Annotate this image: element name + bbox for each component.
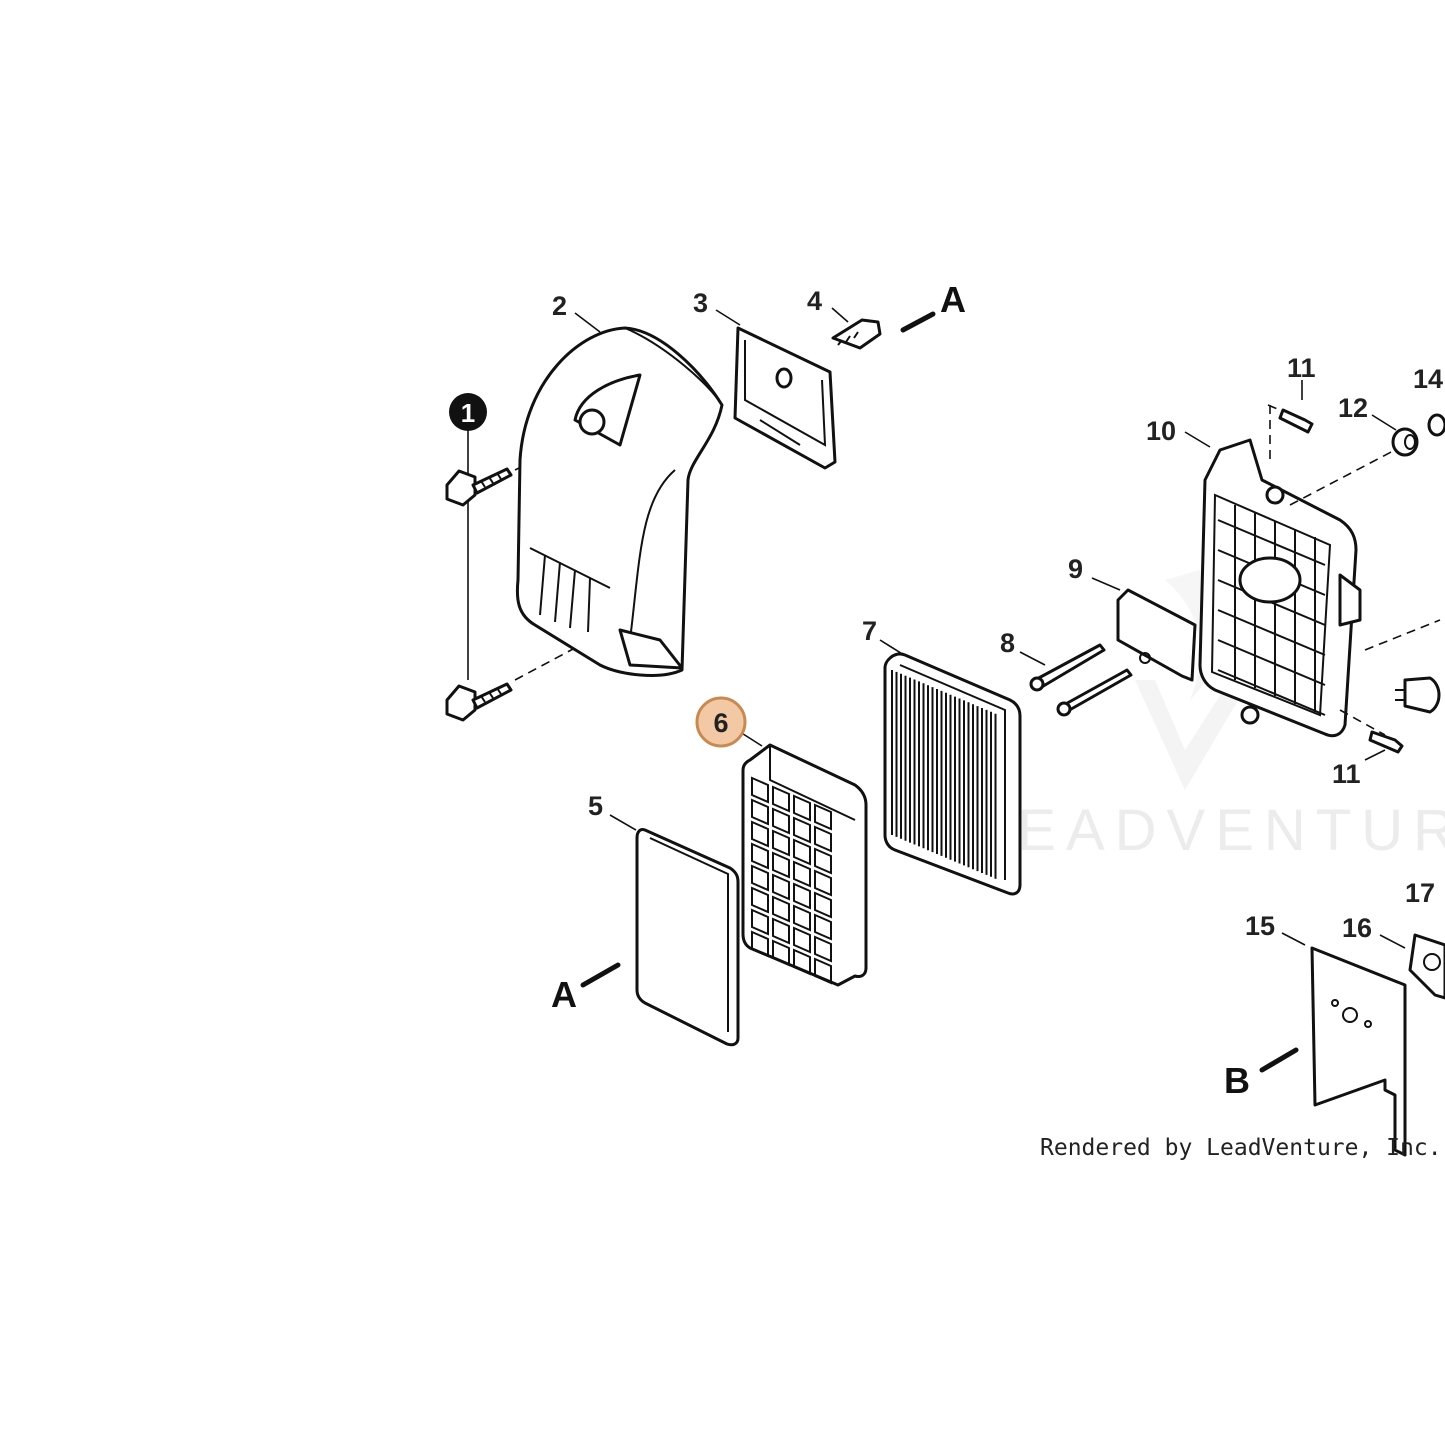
callout-6: 6 — [713, 708, 728, 738]
dash-right — [1364, 619, 1441, 651]
callout-5: 5 — [588, 791, 603, 821]
prefilter-cell — [793, 948, 811, 976]
prefilter-cell — [751, 886, 769, 914]
housing-rib — [1217, 519, 1326, 566]
credit-text: Rendered by LeadVenture, Inc. — [1040, 1135, 1442, 1161]
housing-rib — [1217, 639, 1326, 686]
ref-b-line — [1259, 1047, 1299, 1073]
ref-a-bottom-line — [580, 962, 621, 988]
prefilter-cell — [793, 904, 811, 932]
callout-9: 9 — [1068, 554, 1083, 584]
callout-17: 17 — [1405, 878, 1435, 908]
prefilter-cell — [751, 930, 769, 958]
part-15-gasket-plate[interactable] — [1310, 946, 1407, 1157]
prefilter-cell — [772, 917, 790, 945]
prefilter-cell — [793, 794, 811, 822]
prefilter-cell — [772, 807, 790, 835]
callout-10: 10 — [1146, 416, 1176, 446]
part-2-cover[interactable] — [515, 326, 724, 677]
ref-b: B — [1224, 1060, 1250, 1101]
prefilter-cell — [814, 957, 832, 985]
part-6-prefilter[interactable] — [741, 743, 868, 987]
prefilter-cell — [772, 939, 790, 967]
part-3-bracket[interactable] — [733, 326, 837, 470]
part-11-screw-top[interactable] — [1278, 408, 1314, 434]
prefilter-cell — [793, 926, 811, 954]
callout-14: 14 — [1413, 364, 1443, 394]
callout-8: 8 — [1000, 628, 1015, 658]
prefilter-cell — [814, 825, 832, 853]
part-5-gasket[interactable] — [635, 828, 740, 1047]
prefilter-cell — [751, 776, 769, 804]
part-10-housing[interactable] — [1198, 438, 1362, 738]
prefilter-cell — [772, 851, 790, 879]
prefilter-cell — [814, 847, 832, 875]
callout-6-highlight[interactable] — [695, 696, 747, 748]
callout-1: 1 — [461, 398, 475, 428]
prefilter-cell — [814, 803, 832, 831]
part-11-screw-bottom[interactable] — [1368, 730, 1404, 754]
dash-11-top — [1267, 404, 1281, 462]
primer-bulb[interactable] — [1395, 676, 1441, 714]
prefilter-cell — [772, 829, 790, 857]
watermark-text: LEADVENTURE — [975, 798, 1445, 863]
part-9-bracket[interactable] — [1116, 588, 1197, 682]
part-4-screw[interactable] — [831, 318, 882, 350]
dash-11-bottom — [1339, 709, 1386, 736]
callout-11-bottom: 11 — [1332, 759, 1361, 789]
prefilter-cell — [793, 816, 811, 844]
callout-15: 15 — [1245, 911, 1275, 941]
callout-7: 7 — [862, 616, 877, 646]
prefilter-cell — [814, 891, 832, 919]
prefilter-cell — [814, 913, 832, 941]
leader-lines — [574, 307, 1406, 949]
part-16-gasket[interactable] — [1408, 933, 1445, 1000]
prefilter-cell — [793, 838, 811, 866]
prefilter-cell — [751, 798, 769, 826]
housing-rib — [1217, 609, 1326, 656]
callout-16: 16 — [1342, 913, 1372, 943]
callout-1-badge — [449, 393, 487, 431]
prefilter-cell — [751, 864, 769, 892]
dash-12 — [1289, 449, 1396, 506]
callout-3: 3 — [693, 288, 708, 318]
ref-a-top-line — [900, 311, 936, 333]
ref-a-bottom: A — [551, 974, 577, 1015]
part-12-grommet[interactable] — [1391, 427, 1419, 457]
prefilter-cell — [772, 785, 790, 813]
prefilter-cell — [793, 860, 811, 888]
callout-4: 4 — [807, 286, 822, 316]
prefilter-cell — [772, 873, 790, 901]
ref-a-top: A — [940, 279, 966, 320]
prefilter-cell — [814, 869, 832, 897]
prefilter-cell — [772, 895, 790, 923]
prefilter-cell — [751, 842, 769, 870]
prefilter-cell — [814, 935, 832, 963]
part-14-washer[interactable] — [1427, 413, 1445, 437]
part-8-bolts[interactable] — [1029, 643, 1133, 717]
part-1-screws[interactable] — [445, 430, 576, 722]
callout-12: 12 — [1338, 393, 1368, 423]
part-7-filter[interactable] — [883, 652, 1022, 896]
prefilter-cell — [793, 882, 811, 910]
prefilter-cell — [751, 908, 769, 936]
prefilter-cell — [751, 820, 769, 848]
housing-rib — [1217, 669, 1326, 716]
callout-2: 2 — [552, 291, 567, 321]
callout-11-top: 11 — [1287, 353, 1316, 383]
